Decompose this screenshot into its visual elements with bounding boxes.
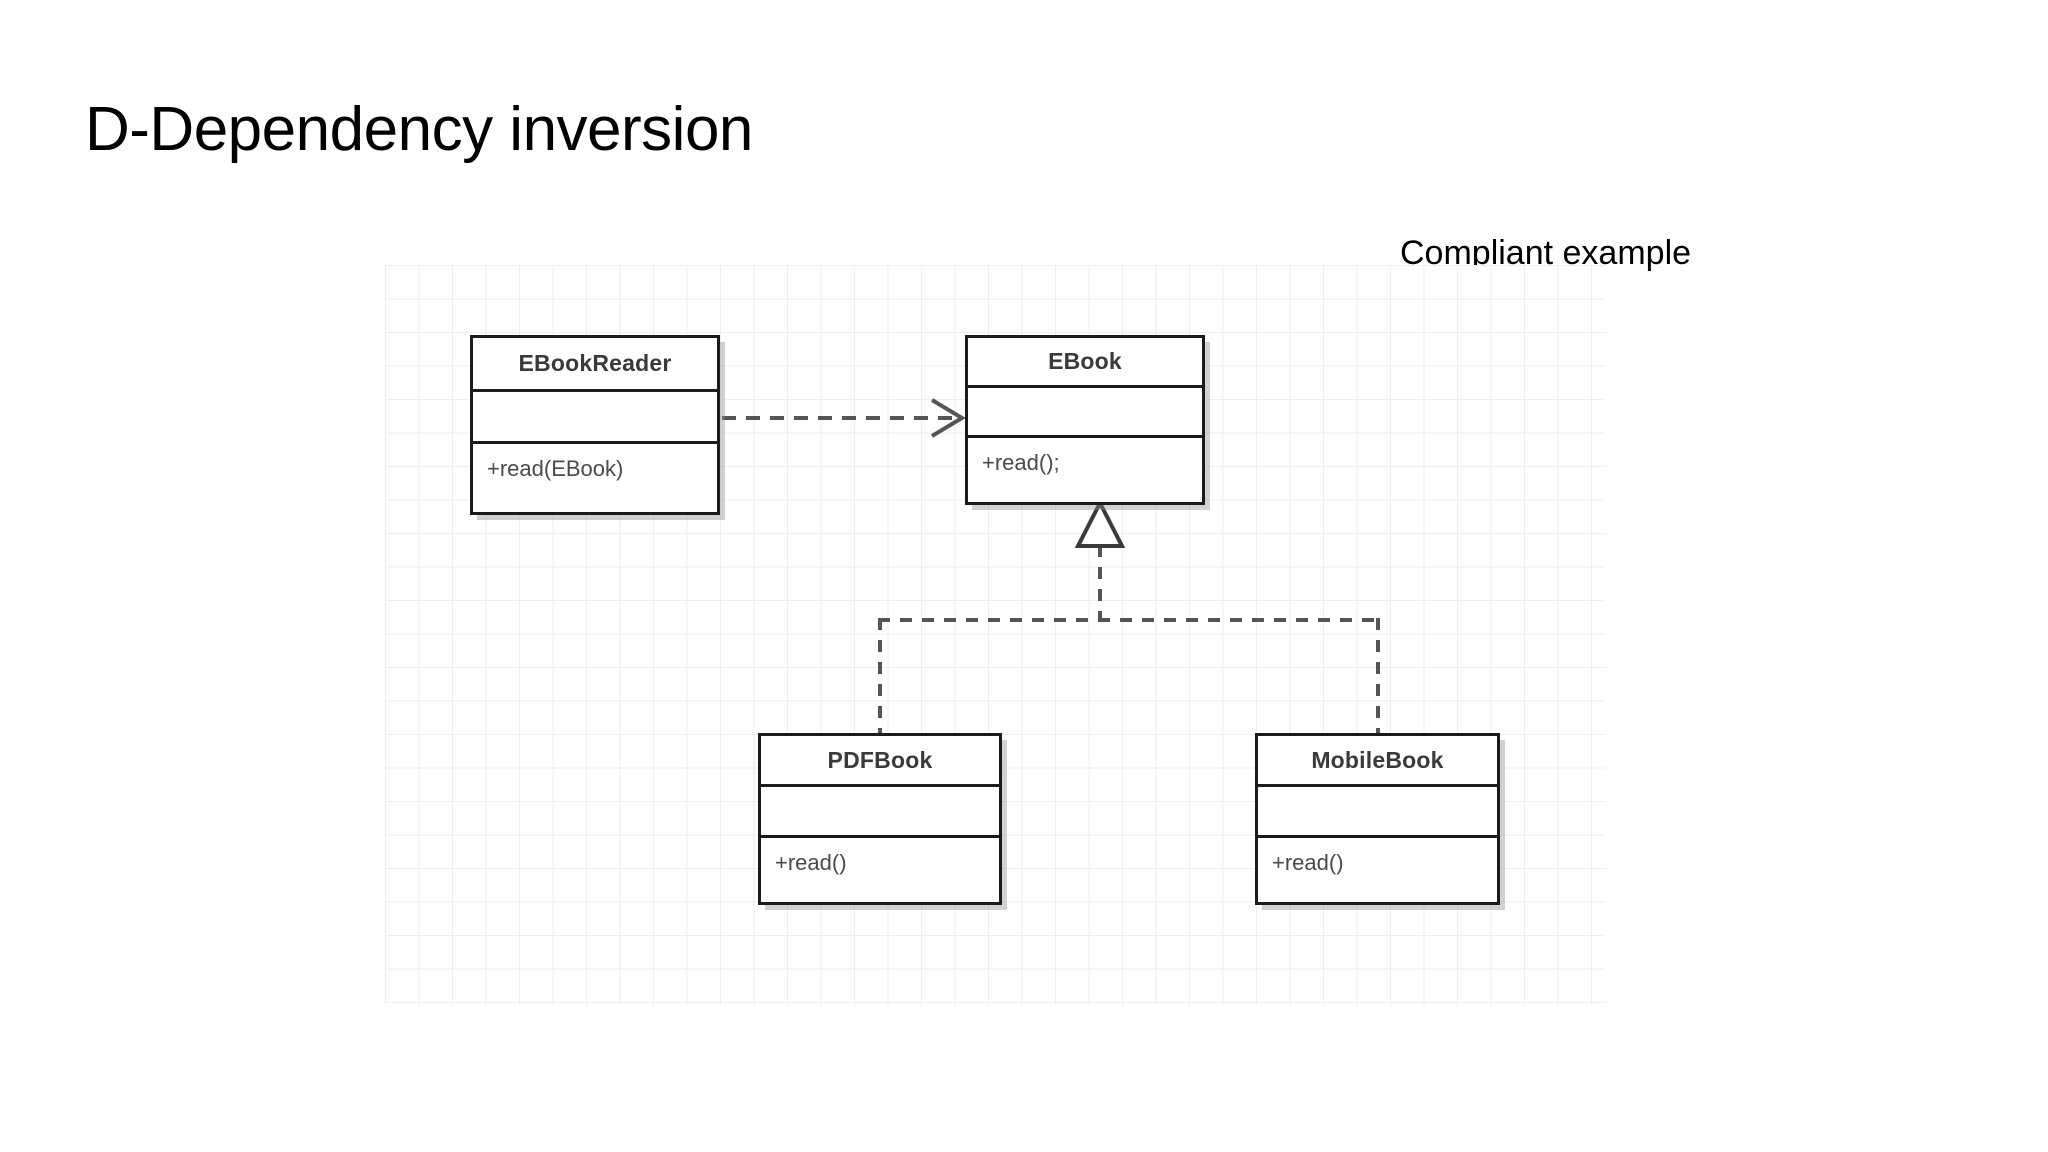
class-operations-compartment: +read()	[761, 838, 999, 902]
uml-class-pdfbook[interactable]: PDFBook +read()	[758, 733, 1002, 905]
uml-class-mobilebook[interactable]: MobileBook +read()	[1255, 733, 1500, 905]
class-operation-item: +read();	[982, 450, 1060, 475]
class-name-compartment: EBook	[968, 338, 1202, 388]
class-operation-item: +read(EBook)	[487, 456, 624, 481]
uml-class-ebookreader[interactable]: EBookReader +read(EBook)	[470, 335, 720, 515]
class-attributes-compartment	[1258, 787, 1497, 838]
class-attributes-compartment	[473, 392, 717, 444]
class-name-label: EBookReader	[518, 350, 672, 376]
class-operations-compartment: +read(EBook)	[473, 444, 717, 512]
page-title: D-Dependency inversion	[85, 95, 753, 164]
class-attributes-compartment	[968, 388, 1202, 438]
class-name-label: EBook	[1048, 348, 1122, 374]
class-attributes-compartment	[761, 787, 999, 838]
class-name-compartment: EBookReader	[473, 338, 717, 392]
uml-class-ebook[interactable]: EBook +read();	[965, 335, 1205, 505]
class-name-compartment: PDFBook	[761, 736, 999, 787]
class-operations-compartment: +read()	[1258, 838, 1497, 902]
class-operation-item: +read()	[775, 850, 847, 875]
class-name-compartment: MobileBook	[1258, 736, 1497, 787]
class-name-label: MobileBook	[1311, 746, 1444, 773]
class-operation-item: +read()	[1272, 850, 1344, 875]
class-name-label: PDFBook	[827, 746, 933, 773]
class-operations-compartment: +read();	[968, 438, 1202, 502]
